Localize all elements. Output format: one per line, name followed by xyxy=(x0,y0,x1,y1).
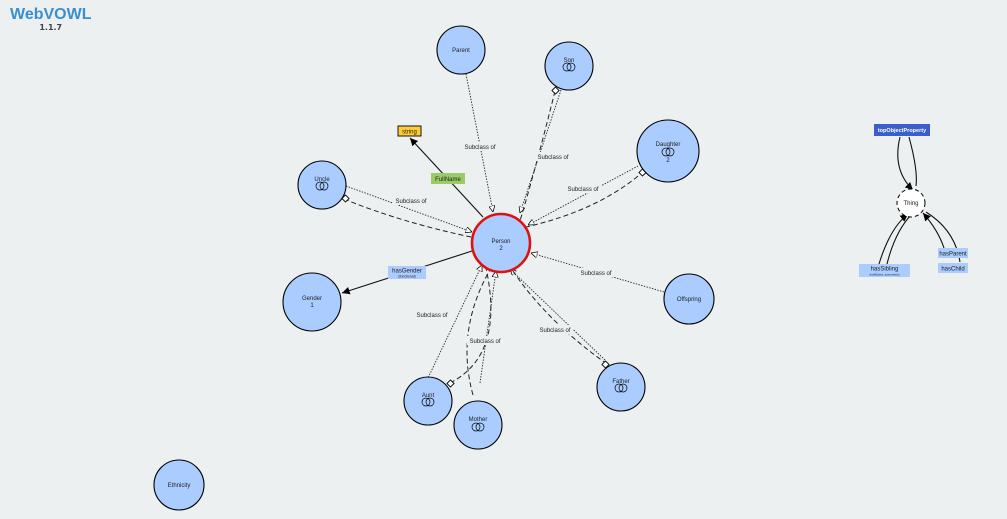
svg-text:2: 2 xyxy=(666,158,670,164)
svg-text:Uncle: Uncle xyxy=(314,177,330,183)
svg-text:Offspring: Offspring xyxy=(677,297,701,303)
venn-intersection-icon xyxy=(661,147,675,157)
link-top-thing-2[interactable] xyxy=(908,136,917,187)
link-aunt-person-dashed[interactable] xyxy=(449,267,492,384)
svg-text:Subclass of: Subclass of xyxy=(416,313,447,319)
svg-text:Ethnicity: Ethnicity xyxy=(168,483,191,489)
father-equiv-marker xyxy=(601,360,610,369)
app-version: 1.1.7 xyxy=(39,23,63,32)
venn-intersection-icon xyxy=(315,181,329,191)
subclass-label-son[interactable]: Subclass of xyxy=(535,152,571,161)
object-property-hassibling[interactable]: hasSibling (inefficient, symmetric) xyxy=(859,264,910,277)
class-father[interactable]: Father xyxy=(596,362,646,412)
subclass-label-mother[interactable]: Subclass of xyxy=(467,336,503,345)
venn-intersection-icon xyxy=(421,397,435,407)
aunt-equiv-marker xyxy=(446,379,455,388)
object-property-topobjectproperty[interactable]: topObjectProperty xyxy=(874,124,930,136)
link-father-person[interactable] xyxy=(510,269,606,361)
link-daughter-person-dashed[interactable] xyxy=(525,170,645,228)
svg-text:topObjectProperty: topObjectProperty xyxy=(878,128,927,134)
class-gender[interactable]: Gender 1 xyxy=(282,272,342,332)
link-hassibling-thing-2[interactable] xyxy=(886,214,912,265)
svg-text:Subclass of: Subclass of xyxy=(464,145,495,151)
svg-text:hasSibling: hasSibling xyxy=(871,267,899,273)
svg-text:Parent: Parent xyxy=(452,48,470,54)
link-hasparent-thing[interactable] xyxy=(922,212,945,249)
link-daughter-person[interactable] xyxy=(528,165,639,225)
svg-text:Gender: Gender xyxy=(302,296,322,302)
link-offspring-person[interactable] xyxy=(531,253,665,293)
link-top-thing-1[interactable] xyxy=(897,136,914,191)
subclass-label-parent[interactable]: Subclass of xyxy=(462,142,498,151)
subclass-label-daughter[interactable]: Subclass of xyxy=(565,184,601,193)
class-son[interactable]: Son xyxy=(544,41,594,91)
son-equiv-marker xyxy=(551,86,560,95)
app-title: WebVOWL xyxy=(10,6,92,23)
svg-text:(inefficient, symmetric): (inefficient, symmetric) xyxy=(870,273,900,277)
subclass-label-father[interactable]: Subclass of xyxy=(537,325,573,334)
class-daughter[interactable]: Daughter 2 xyxy=(636,119,700,183)
object-property-hasparent[interactable]: hasParent xyxy=(938,248,968,258)
svg-text:Subclass of: Subclass of xyxy=(469,339,500,345)
link-uncle-person-dashed[interactable] xyxy=(343,198,472,238)
svg-text:hasParent: hasParent xyxy=(939,252,967,258)
link-mother-person-dashed[interactable] xyxy=(466,267,492,396)
app-logo: WebVOWL 1.1.7 xyxy=(10,6,91,32)
object-property-haschild[interactable]: hasChild xyxy=(938,263,968,273)
link-mother-person[interactable] xyxy=(479,271,496,384)
subclass-label-offspring[interactable]: Subclass of xyxy=(578,268,614,277)
class-offspring[interactable]: Offspring xyxy=(663,273,715,325)
svg-text:Person: Person xyxy=(491,239,510,245)
svg-text:(functional): (functional) xyxy=(398,275,415,279)
subclass-label-aunt[interactable]: Subclass of xyxy=(414,310,450,319)
svg-text:Son: Son xyxy=(564,58,575,64)
uncle-equiv-marker xyxy=(341,194,350,203)
class-aunt[interactable]: Aunt xyxy=(403,376,453,426)
svg-text:Subclass of: Subclass of xyxy=(537,155,568,161)
svg-text:FullName: FullName xyxy=(435,177,461,183)
svg-text:Aunt: Aunt xyxy=(422,393,435,399)
svg-text:Father: Father xyxy=(612,379,629,385)
svg-text:Subclass of: Subclass of xyxy=(567,187,598,193)
link-son-person[interactable] xyxy=(520,89,562,213)
svg-text:Subclass of: Subclass of xyxy=(539,328,570,334)
class-mother[interactable]: Mother xyxy=(453,400,503,450)
svg-text:Subclass of: Subclass of xyxy=(395,199,426,205)
class-parent[interactable]: Parent xyxy=(436,25,486,75)
svg-text:hasGender: hasGender xyxy=(392,269,422,275)
svg-text:Subclass of: Subclass of xyxy=(580,271,611,277)
svg-text:string: string xyxy=(402,130,417,136)
object-property-hasgender[interactable]: hasGender (functional) xyxy=(388,266,426,279)
svg-text:Daughter: Daughter xyxy=(656,142,681,148)
datatype-string[interactable]: string xyxy=(397,125,422,137)
svg-text:Thing: Thing xyxy=(903,201,918,207)
subclass-label-uncle[interactable]: Subclass of xyxy=(393,196,429,205)
link-son-person-dashed[interactable] xyxy=(519,90,556,222)
class-uncle[interactable]: Uncle xyxy=(297,160,347,210)
data-property-fullname[interactable]: FullName xyxy=(431,173,465,184)
link-father-person-dashed[interactable] xyxy=(510,267,608,365)
class-person[interactable]: Person 2 xyxy=(470,212,532,274)
venn-intersection-icon xyxy=(614,383,628,393)
venn-intersection-icon xyxy=(471,422,485,432)
svg-text:hasChild: hasChild xyxy=(941,267,964,273)
link-aunt-person[interactable] xyxy=(426,265,482,381)
svg-text:Mother: Mother xyxy=(469,417,488,423)
svg-text:2: 2 xyxy=(499,246,503,252)
class-ethnicity[interactable]: Ethnicity xyxy=(153,459,205,511)
link-hassibling-thing-1[interactable] xyxy=(878,213,909,265)
class-thing[interactable]: Thing xyxy=(896,188,926,218)
link-uncle-person[interactable] xyxy=(345,185,472,232)
venn-intersection-icon xyxy=(562,62,576,72)
svg-text:1: 1 xyxy=(310,303,314,309)
